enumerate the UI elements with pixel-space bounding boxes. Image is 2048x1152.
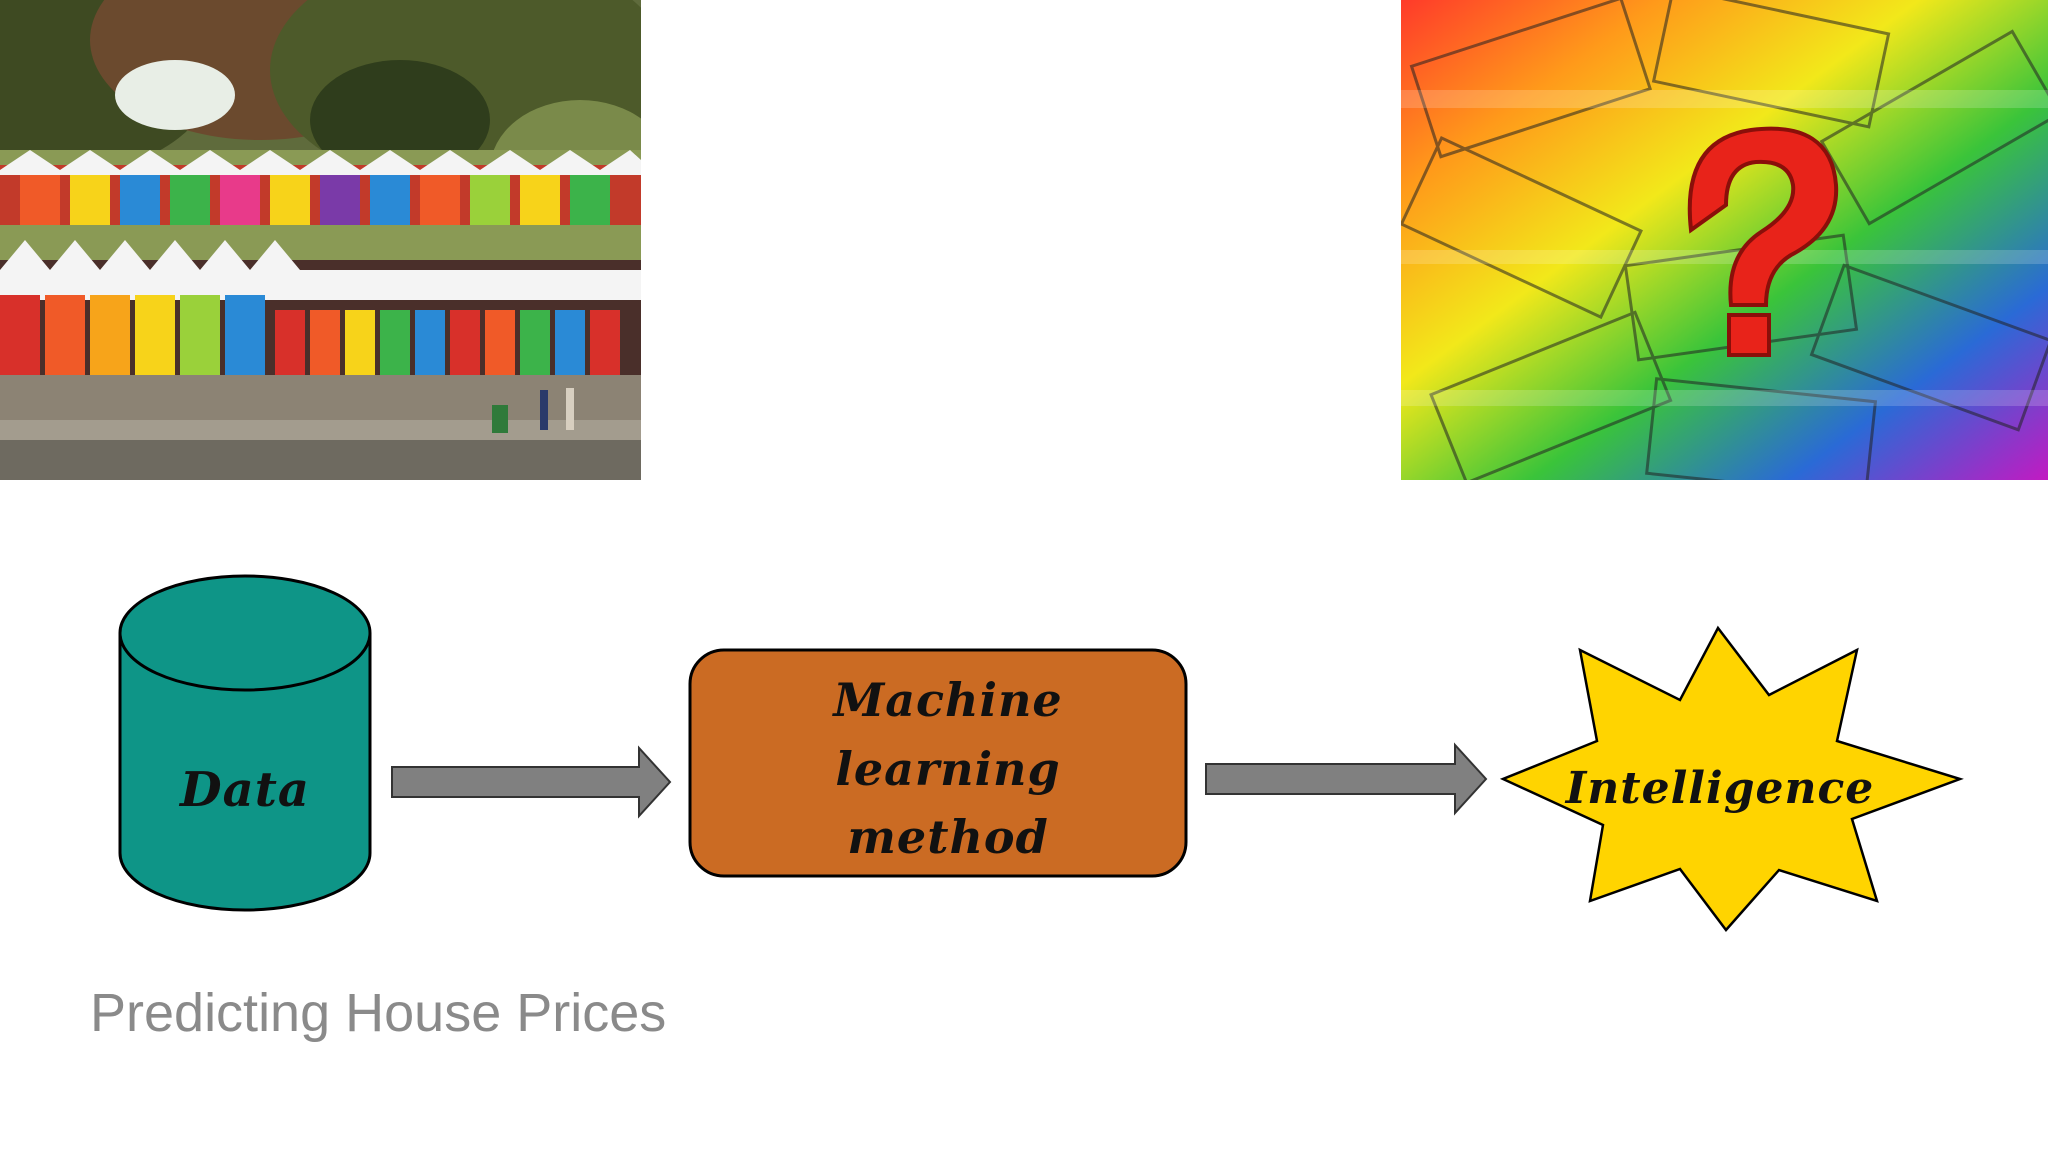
data-label: Data <box>178 762 310 818</box>
ml-method-box <box>688 648 1188 878</box>
ml-label-line-2: learning <box>835 742 1060 796</box>
beach-huts-photo <box>0 0 641 480</box>
intelligence-label: Intelligence <box>1564 763 1875 814</box>
ml-method-node: Machine learning method <box>688 648 1188 878</box>
arrow-ml-to-intelligence <box>1205 742 1488 816</box>
arrow-data-to-ml <box>391 745 672 819</box>
slide-caption: Predicting House Prices <box>90 983 667 1043</box>
ml-label-line-3: method <box>847 810 1048 864</box>
data-cylinder-top <box>118 574 372 692</box>
money-question-photo <box>1401 0 2048 480</box>
intelligence-node: Intelligence <box>1499 625 1964 932</box>
data-cylinder-body <box>118 633 372 912</box>
data-node: Data <box>118 574 372 912</box>
ml-label-line-1: Machine <box>831 673 1062 727</box>
intelligence-starburst <box>1499 625 1964 932</box>
